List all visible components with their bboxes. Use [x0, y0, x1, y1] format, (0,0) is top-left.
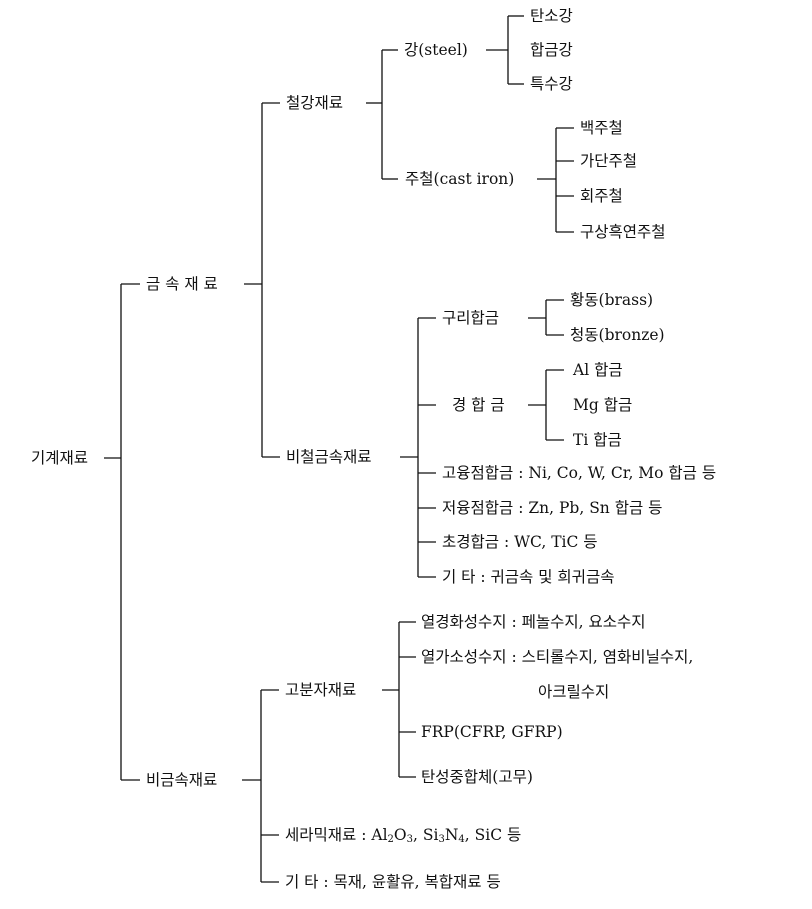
formula-n: N	[444, 826, 459, 844]
node-cast-iron: 주철(cast iron)	[405, 170, 515, 188]
node-light-alloy: 경 합 금	[452, 396, 505, 414]
node-acrylic: 아크릴수지	[538, 683, 610, 701]
node-al-alloy: Al 합금	[573, 361, 623, 379]
node-thermoset: 열경화성수지 : 페놀수지, 요소수지	[421, 613, 646, 631]
node-super-hard: 초경합금 : WC, TiC 등	[442, 533, 598, 551]
node-other-metal: 기 타 : 귀금속 및 희귀금속	[442, 568, 615, 586]
formula-o: O	[393, 826, 407, 844]
node-other-nonmetal: 기 타 : 목재, 윤활유, 복합재료 등	[285, 873, 501, 891]
ceramic-tail: , SiC 등	[464, 826, 522, 844]
subscript: 4	[458, 834, 465, 845]
node-frp: FRP(CFRP, GFRP)	[421, 723, 563, 741]
node-polymer: 고분자재료	[285, 681, 357, 699]
node-nonferrous: 비철금속재료	[286, 448, 372, 466]
node-mg-alloy: Mg 합금	[573, 396, 633, 414]
subscript: 2	[387, 834, 394, 845]
node-root: 기계재료	[31, 449, 89, 467]
node-nonmetal: 비금속재료	[146, 771, 218, 789]
node-ductile-iron: 구상흑연주철	[580, 223, 666, 241]
subscript: 3	[438, 834, 445, 845]
node-malleable-iron: 가단주철	[580, 152, 638, 170]
node-ceramic: 세라믹재료 : Al2O3, Si3N4, SiC 등	[285, 825, 521, 850]
formula-al: Al	[371, 826, 388, 844]
subscript: 3	[406, 834, 414, 845]
node-carbon-steel: 탄소강	[530, 7, 573, 25]
formula-si: , Si	[413, 826, 439, 844]
node-copper-alloy: 구리합금	[442, 309, 500, 327]
node-bronze: 청동(bronze)	[570, 326, 665, 344]
node-metal: 금 속 재 료	[146, 275, 218, 293]
node-ti-alloy: Ti 합금	[573, 431, 622, 449]
node-high-melt: 고융점합금 : Ni, Co, W, Cr, Mo 합금 등	[442, 464, 717, 482]
ceramic-prefix: 세라믹재료 :	[285, 826, 372, 844]
node-thermoplastic: 열가소성수지 : 스티롤수지, 염화비닐수지,	[421, 648, 694, 666]
node-low-melt: 저융점합금 : Zn, Pb, Sn 합금 등	[442, 499, 663, 517]
node-white-iron: 백주철	[580, 119, 623, 137]
node-alloy-steel: 합금강	[530, 41, 573, 59]
node-ferrous: 철강재료	[286, 94, 344, 112]
node-gray-iron: 회주철	[580, 187, 623, 205]
node-brass: 황동(brass)	[570, 291, 654, 309]
node-elastomer: 탄성중합체(고무)	[421, 768, 533, 786]
node-special-steel: 특수강	[530, 75, 573, 93]
node-steel: 강(steel)	[404, 41, 468, 59]
